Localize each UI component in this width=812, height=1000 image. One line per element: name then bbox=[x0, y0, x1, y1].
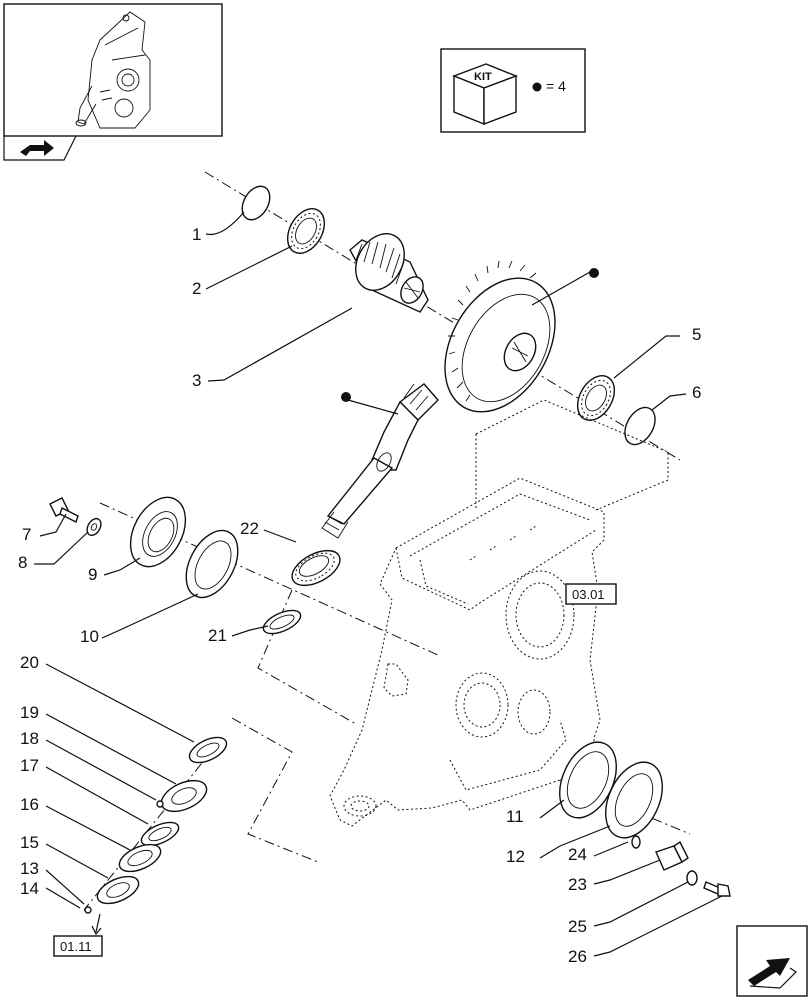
part-3-gear-shaft[interactable] bbox=[346, 225, 429, 313]
part-25-washer[interactable] bbox=[686, 870, 698, 886]
reference-label-output: 01.11 bbox=[60, 939, 92, 954]
callout-14: 14 bbox=[20, 879, 39, 898]
part-26-bolt[interactable] bbox=[703, 881, 731, 897]
part-5-bearing[interactable] bbox=[570, 369, 622, 427]
callout-22: 22 bbox=[240, 519, 259, 538]
callout-7: 7 bbox=[22, 525, 31, 544]
callout-19: 19 bbox=[20, 703, 39, 722]
callout-23: 23 bbox=[568, 875, 587, 894]
callout-1: 1 bbox=[192, 225, 201, 244]
previous-page-arrow-icon[interactable] bbox=[20, 140, 54, 156]
kit-cube-icon bbox=[452, 63, 518, 126]
callout-5: 5 bbox=[692, 325, 701, 344]
callout-15: 15 bbox=[20, 833, 39, 852]
part-11-gasket[interactable] bbox=[548, 733, 627, 827]
callout-6: 6 bbox=[692, 383, 701, 402]
callout-12: 12 bbox=[506, 847, 525, 866]
part-12-cover[interactable] bbox=[594, 753, 673, 847]
callout-24: 24 bbox=[568, 845, 587, 864]
callout-2: 2 bbox=[192, 279, 201, 298]
callout-25: 25 bbox=[568, 917, 587, 936]
callout-20: 20 bbox=[20, 653, 39, 672]
reference-arrow-icon bbox=[91, 913, 102, 936]
callout-16: 16 bbox=[20, 795, 39, 814]
part-9-cover[interactable] bbox=[119, 488, 196, 576]
part-1-snap-ring[interactable] bbox=[237, 181, 276, 224]
part-7-bolt[interactable] bbox=[49, 497, 79, 523]
pinion-shaft[interactable] bbox=[321, 383, 439, 539]
callout-17: 17 bbox=[20, 756, 39, 775]
filled-dot-icon bbox=[532, 82, 542, 92]
callout-labels: 1 2 3 5 6 7 8 9 10 11 12 13 14 15 16 17 … bbox=[18, 225, 701, 966]
callout-9: 9 bbox=[88, 565, 97, 584]
kit-marker-dot-pinion bbox=[341, 392, 351, 402]
callout-10: 10 bbox=[80, 627, 99, 646]
part-23-block[interactable] bbox=[655, 840, 689, 871]
part-16-cap[interactable] bbox=[115, 839, 164, 877]
callout-13: 13 bbox=[20, 859, 39, 878]
part-19-flange[interactable] bbox=[157, 774, 211, 817]
callout-8: 8 bbox=[18, 553, 27, 572]
callout-18: 18 bbox=[20, 729, 39, 748]
callout-3: 3 bbox=[192, 371, 201, 390]
part-8-washer[interactable] bbox=[84, 516, 103, 538]
kit-quantity: = 4 bbox=[546, 78, 566, 94]
part-21-seal[interactable] bbox=[260, 606, 304, 639]
reference-box-housing[interactable]: 03.01 bbox=[565, 583, 617, 605]
part-24-washer[interactable] bbox=[631, 835, 641, 849]
part-17-seal[interactable] bbox=[138, 818, 182, 851]
next-page-arrow-icon[interactable] bbox=[748, 958, 797, 989]
part-14-screw[interactable] bbox=[84, 906, 92, 914]
part-13-plate[interactable] bbox=[93, 871, 142, 909]
thumbnail-housing-sketch bbox=[75, 11, 151, 129]
gearbox-housing[interactable] bbox=[329, 399, 669, 827]
callout-21: 21 bbox=[208, 626, 227, 645]
part-20-bearing[interactable] bbox=[186, 732, 231, 768]
reference-box-output[interactable]: 01.11 bbox=[53, 935, 103, 957]
kit-label: KIT bbox=[474, 71, 492, 83]
part-6-snap-ring[interactable] bbox=[619, 402, 662, 450]
thumbnail-panel[interactable] bbox=[3, 3, 223, 161]
kit-marker-dot-ring-gear bbox=[589, 268, 599, 278]
callout-26: 26 bbox=[568, 947, 587, 966]
part-2-bearing[interactable] bbox=[280, 202, 332, 260]
part-10-gasket[interactable] bbox=[176, 522, 249, 606]
next-page-nav[interactable] bbox=[736, 925, 808, 997]
callout-11: 11 bbox=[506, 807, 524, 826]
ring-gear[interactable] bbox=[422, 259, 577, 432]
part-22-bearing[interactable] bbox=[286, 543, 345, 592]
part-18-screw[interactable] bbox=[156, 800, 164, 808]
kit-legend-box: KIT = 4 bbox=[440, 48, 586, 133]
leader-lines bbox=[34, 211, 723, 957]
reference-label-housing: 03.01 bbox=[572, 587, 605, 602]
